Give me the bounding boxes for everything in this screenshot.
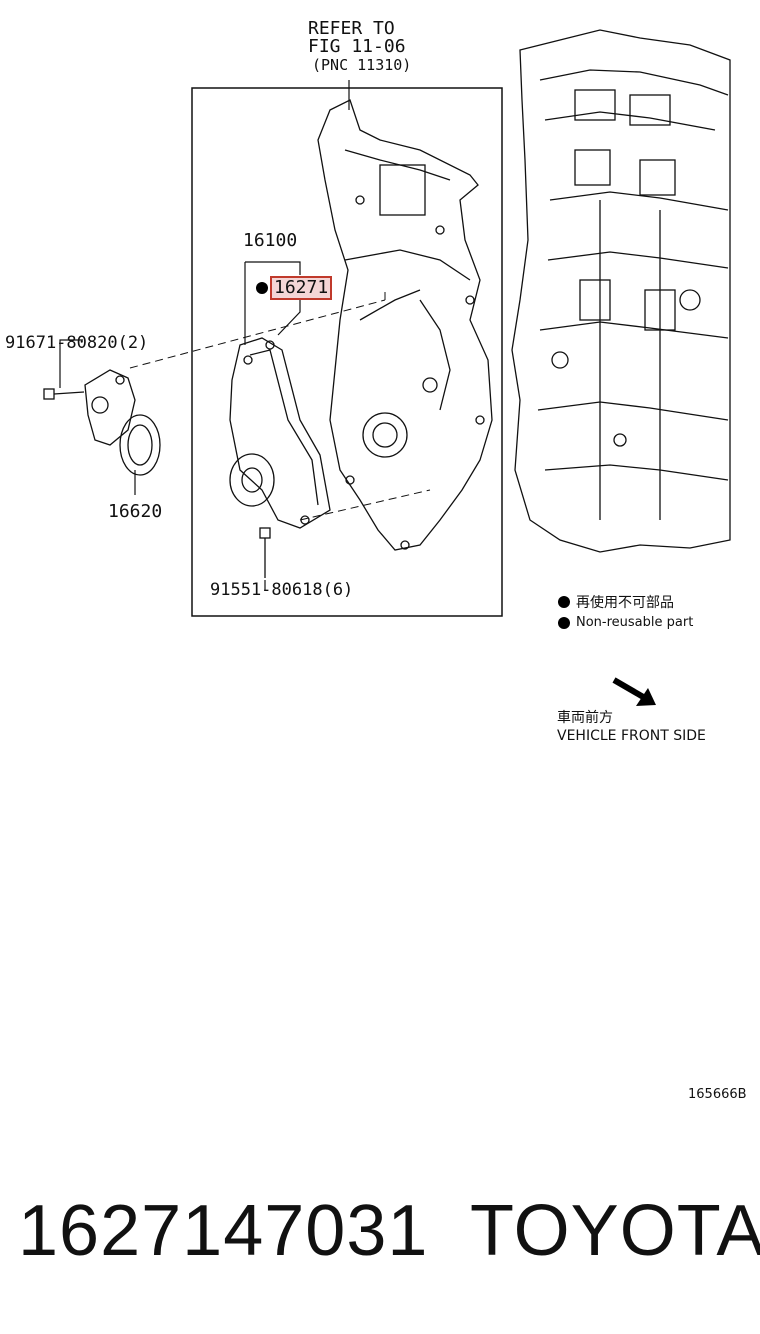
- callout-16620[interactable]: 16620: [108, 501, 163, 522]
- direction-arrow-icon: [612, 677, 656, 706]
- legend-dot-icon: [558, 616, 570, 629]
- assembly-frame: [191, 87, 503, 617]
- direction-text-jp: 車両前方: [557, 710, 613, 726]
- refer-line-3: (PNC 11310): [312, 56, 412, 74]
- legend-row-jp: 再使用不可部品: [558, 592, 693, 612]
- legend-text-en: Non-reusable part: [576, 615, 694, 630]
- refer-to-label: REFER TO FIG 11-06 (PNC 11310): [308, 18, 412, 75]
- legend-text-jp: 再使用不可部品: [576, 595, 674, 611]
- legend: 再使用不可部品 Non-reusable part: [558, 592, 693, 630]
- callout-16100[interactable]: 16100: [243, 230, 298, 251]
- direction-label: 車両前方 VEHICLE FRONT SIDE: [557, 709, 706, 745]
- legend-dot-icon: [558, 596, 570, 608]
- callout-16271[interactable]: 16271: [270, 276, 333, 300]
- legend-row-en: Non-reusable part: [558, 615, 693, 630]
- callout-91671-80820[interactable]: 91671-80820(2): [5, 333, 149, 353]
- footer-brand: TOYOTA: [470, 1191, 760, 1271]
- non-reusable-dot-icon: [256, 282, 268, 294]
- callout-91551-80618[interactable]: 91551-80618(6): [210, 580, 354, 600]
- figure-code: 165666B: [688, 1087, 747, 1102]
- refer-line-2: FIG 11-06: [308, 36, 406, 57]
- tensioner-illustration: [84, 369, 161, 476]
- engine-block-illustration: [511, 29, 731, 553]
- water-pump-illustration: [229, 337, 331, 529]
- bolt-illustrations: [43, 388, 271, 578]
- timing-cover-illustration: [317, 99, 493, 551]
- footer-part-number: 1627147031: [18, 1191, 429, 1271]
- direction-text-en: VEHICLE FRONT SIDE: [557, 728, 706, 744]
- callout-16271-group[interactable]: 16271: [256, 276, 333, 300]
- refer-line-1: REFER TO: [308, 18, 395, 39]
